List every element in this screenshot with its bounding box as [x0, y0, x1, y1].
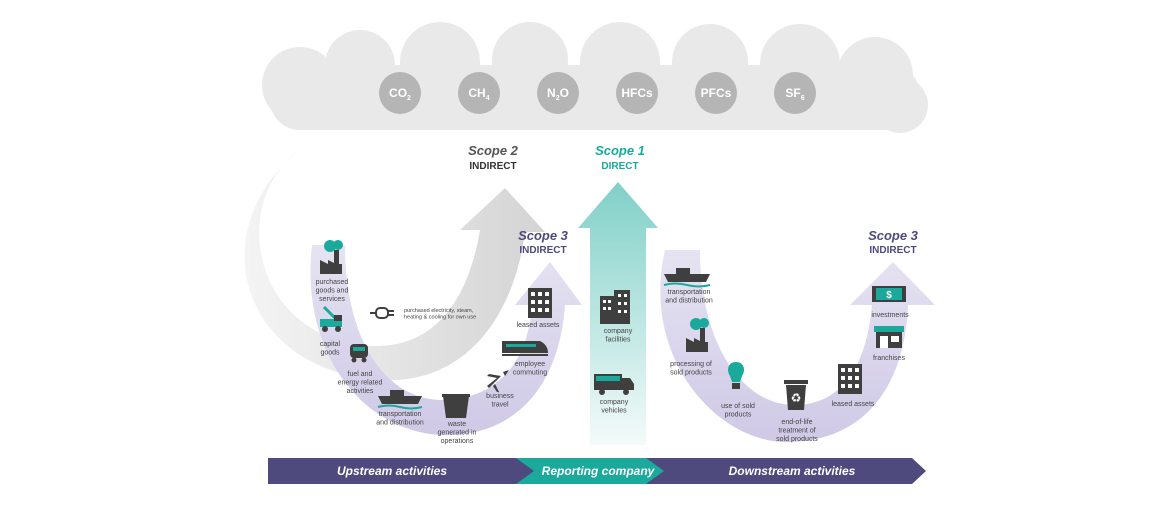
- label-leased-assets-up: leased assets: [517, 322, 560, 329]
- scope2-arrow: [244, 150, 545, 381]
- downstream-activities-label: Downstream activities: [729, 464, 856, 478]
- scope3-upstream-arrow: [310, 245, 582, 436]
- reporting-company-label: Reporting company: [542, 464, 656, 478]
- gas-label: PFCs: [701, 86, 732, 100]
- scope3-downstream-label: Scope 3 INDIRECT: [868, 228, 919, 256]
- truck-icon: [594, 374, 634, 395]
- gas-circle: SF6: [774, 72, 816, 114]
- gas-label: CO2: [389, 86, 411, 102]
- factory-icon-downstream: [686, 318, 709, 352]
- gas-circle: CO2: [379, 72, 421, 114]
- building-icon-downstream: [838, 364, 862, 394]
- gas-label: HFCs: [621, 86, 653, 100]
- scope2-title: Scope 2: [468, 143, 519, 158]
- gas-label: CH4: [468, 86, 489, 102]
- scope1-subtitle: DIRECT: [601, 161, 638, 172]
- building-icon: [528, 288, 552, 318]
- upstream-activities-label: Upstream activities: [337, 464, 447, 478]
- ship-icon: [377, 390, 423, 410]
- gas-label: SF6: [785, 86, 804, 102]
- airplane-icon: [487, 370, 509, 392]
- gas-circle: PFCs: [695, 72, 737, 114]
- scope3-downstream-arrow: [660, 250, 935, 443]
- scope3-down-subtitle: INDIRECT: [869, 245, 916, 256]
- label-leased-assets-down: leased assets: [832, 401, 875, 408]
- scope2-subtitle: INDIRECT: [469, 161, 516, 172]
- scope1-title: Scope 1: [595, 143, 645, 158]
- gas-circle: N2O: [537, 72, 579, 114]
- label-franchises: franchises: [873, 355, 905, 362]
- scope3-up-title: Scope 3: [518, 228, 569, 243]
- waste-container-icon: [442, 394, 470, 418]
- electric-plug-icon: [370, 307, 394, 319]
- svg-text:♻: ♻: [791, 391, 802, 405]
- recycle-bin-icon: ♻: [784, 380, 808, 410]
- gas-label: N2O: [547, 86, 569, 102]
- train-icon: [502, 341, 548, 356]
- gas-circle: HFCs: [616, 72, 658, 114]
- storefront-icon: [874, 326, 904, 348]
- svg-text:$: $: [886, 290, 892, 301]
- factory-icon: [320, 240, 343, 274]
- scope2-label: Scope 2 INDIRECT: [468, 143, 519, 172]
- label-purchased-electricity: purchased electricity, steam,heating & c…: [404, 308, 476, 321]
- scope3-down-title: Scope 3: [868, 228, 919, 243]
- ship-icon-downstream: [663, 268, 711, 288]
- scope1-label: Scope 1 DIRECT: [595, 143, 645, 172]
- fuel-tank-icon: [350, 344, 368, 363]
- scope3-upstream-label: Scope 3 INDIRECT: [518, 228, 569, 256]
- scope3-up-subtitle: INDIRECT: [519, 245, 566, 256]
- activity-bar: Upstream activities Reporting company Do…: [268, 458, 926, 484]
- gas-list: CO2 CH4 N2O HFCs PFCs SF6: [379, 72, 816, 114]
- crane-truck-icon: [320, 305, 342, 332]
- money-stack-icon: $: [872, 286, 906, 302]
- label-investments: investments: [871, 312, 909, 319]
- light-bulb-icon: [728, 362, 744, 389]
- company-building-icon: [600, 290, 630, 324]
- emissions-cloud: [262, 22, 928, 133]
- gas-circle: CH4: [458, 72, 500, 114]
